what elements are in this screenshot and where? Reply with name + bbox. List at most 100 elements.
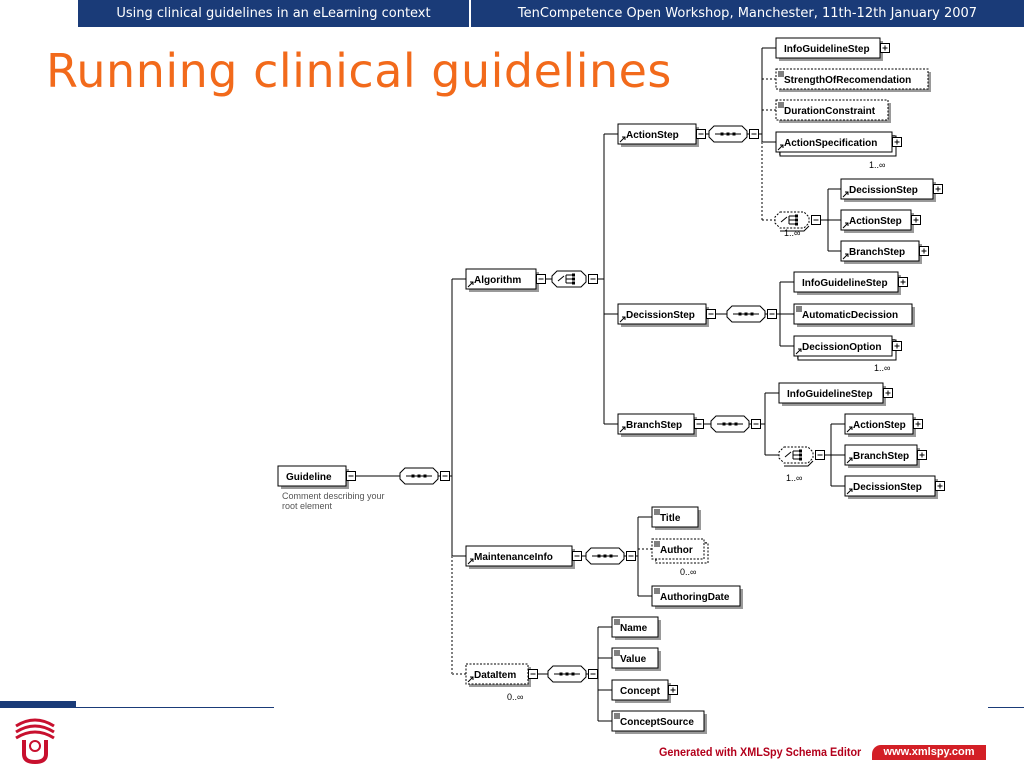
schema-node-label: InfoGuidelineStep bbox=[787, 389, 873, 400]
schema-node-label: Value bbox=[620, 654, 647, 665]
schema-node-mi-title[interactable]: Title bbox=[651, 506, 701, 530]
schema-node-label: InfoGuidelineStep bbox=[802, 278, 888, 289]
schema-node-di-value[interactable]: Value bbox=[611, 647, 661, 671]
sequence-compositor-branchstep[interactable] bbox=[710, 415, 761, 433]
generated-with-text: Generated with XMLSpy Schema Editor bbox=[659, 745, 862, 759]
header-left-text: Using clinical guidelines in an eLearnin… bbox=[116, 6, 431, 21]
schema-node-label: DecissionStep bbox=[849, 185, 918, 196]
multiplicity-ds-option: 1..∞ bbox=[874, 363, 890, 373]
schema-node-branchstep[interactable]: BranchStep bbox=[617, 413, 704, 437]
choice-compositor-actionstep[interactable] bbox=[774, 211, 821, 232]
schema-node-label: Title bbox=[660, 513, 681, 524]
sequence-compositor-maintenance[interactable] bbox=[585, 547, 636, 565]
schema-node-as-strength[interactable]: StrengthOfRecomendation bbox=[775, 68, 931, 92]
reference-arrow-icon bbox=[842, 191, 849, 198]
sequence-compositor-decissionstep[interactable] bbox=[726, 305, 777, 323]
schema-node-label: ActionStep bbox=[849, 216, 902, 227]
xmlspy-url-badge[interactable]: www.xmlspy.com bbox=[872, 745, 986, 760]
schema-node-label: StrengthOfRecomendation bbox=[784, 75, 911, 86]
multiplicity-author: 0..∞ bbox=[680, 567, 696, 577]
schema-node-algorithm[interactable]: Algorithm bbox=[465, 268, 546, 292]
schema-node-guideline[interactable]: Guideline bbox=[277, 465, 356, 489]
schema-node-label: MaintenanceInfo bbox=[474, 552, 553, 563]
schema-node-bs-ch-decission[interactable]: DecissionStep bbox=[844, 475, 945, 499]
schema-node-as-spec[interactable]: ActionSpecification bbox=[775, 131, 902, 157]
schema-node-bs-info[interactable]: InfoGuidelineStep bbox=[778, 382, 893, 406]
university-logo-icon bbox=[15, 718, 55, 764]
choice-compositor-algorithm[interactable] bbox=[551, 270, 598, 288]
schema-node-label: DecissionStep bbox=[626, 310, 695, 321]
schema-node-as-ch-action[interactable]: ActionStep bbox=[840, 209, 921, 233]
schema-node-label: DataItem bbox=[474, 670, 516, 681]
schema-node-label: DecissionStep bbox=[853, 482, 922, 493]
multiplicity-dataitem: 0..∞ bbox=[507, 692, 523, 702]
schema-node-actionstep[interactable]: ActionStep bbox=[617, 123, 706, 147]
schema-node-dataitem[interactable]: DataItem bbox=[465, 663, 538, 687]
footer-line-left bbox=[76, 707, 274, 708]
schema-node-label: BranchStep bbox=[853, 451, 909, 462]
root-comment-line1: Comment describing your bbox=[282, 491, 385, 501]
schema-node-bs-ch-action[interactable]: ActionStep bbox=[844, 413, 923, 437]
schema-node-label: BranchStep bbox=[626, 420, 682, 431]
schema-node-di-concept[interactable]: Concept bbox=[611, 679, 678, 703]
schema-node-label: DecissionOption bbox=[802, 342, 881, 353]
root-comment-line2: root element bbox=[282, 501, 333, 511]
multiplicity-as-spec: 1..∞ bbox=[869, 160, 885, 170]
schema-node-as-duration[interactable]: DurationConstraint bbox=[775, 99, 891, 123]
reference-arrow-icon bbox=[619, 426, 626, 433]
diagram-connectors bbox=[346, 47, 845, 722]
schema-node-as-ch-decission[interactable]: DecissionStep bbox=[840, 178, 943, 202]
schema-node-ds-info[interactable]: InfoGuidelineStep bbox=[793, 271, 908, 295]
schema-node-label: Algorithm bbox=[474, 275, 521, 286]
header-right-text: TenCompetence Open Workshop, Manchester,… bbox=[517, 6, 978, 21]
reference-arrow-icon bbox=[842, 222, 849, 229]
schema-node-as-info[interactable]: InfoGuidelineStep bbox=[775, 37, 890, 61]
schema-node-as-ch-branch[interactable]: BranchStep bbox=[840, 240, 929, 264]
schema-node-label: Name bbox=[620, 623, 648, 634]
sequence-compositor-actionstep[interactable] bbox=[708, 125, 759, 143]
schema-node-di-name[interactable]: Name bbox=[611, 616, 661, 640]
schema-node-label: Concept bbox=[620, 686, 661, 697]
header-separator bbox=[469, 0, 471, 27]
schema-node-mi-author[interactable]: Author bbox=[651, 538, 709, 564]
schema-node-label: DurationConstraint bbox=[784, 106, 876, 117]
choice-compositor-branchstep[interactable] bbox=[778, 446, 825, 467]
reference-arrow-icon bbox=[467, 281, 474, 288]
schema-node-bs-ch-branch[interactable]: BranchStep bbox=[844, 444, 927, 468]
slide-title: Running clinical guidelines bbox=[46, 44, 672, 98]
reference-arrow-icon bbox=[846, 488, 853, 495]
schema-node-label: ActionStep bbox=[626, 130, 679, 141]
reference-arrow-icon bbox=[619, 316, 626, 323]
reference-arrow-icon bbox=[467, 676, 474, 683]
reference-arrow-icon bbox=[619, 136, 626, 143]
header-left-block bbox=[0, 0, 78, 27]
schema-node-maintenance[interactable]: MaintenanceInfo bbox=[465, 545, 582, 569]
schema-node-ds-auto[interactable]: AutomaticDecission bbox=[793, 303, 915, 327]
schema-node-label: AutomaticDecission bbox=[802, 310, 898, 321]
reference-arrow-icon bbox=[777, 144, 784, 151]
schema-node-ds-option[interactable]: DecissionOption bbox=[793, 335, 902, 361]
schema-node-label: BranchStep bbox=[849, 247, 905, 258]
schema-node-label: ActionStep bbox=[853, 420, 906, 431]
schema-node-mi-date[interactable]: AuthoringDate bbox=[651, 585, 743, 609]
diagram-compositors bbox=[399, 125, 825, 683]
reference-arrow-icon bbox=[846, 457, 853, 464]
reference-arrow-icon bbox=[467, 558, 474, 565]
multiplicity-bs-choice: 1..∞ bbox=[786, 473, 802, 483]
schema-node-decissionstep[interactable]: DecissionStep bbox=[617, 303, 716, 327]
diagram-nodes: Guideline AlgorithmMaintenanceInfoDataIte… bbox=[277, 37, 945, 734]
header-bar: Using clinical guidelines in an eLearnin… bbox=[0, 0, 1024, 27]
sequence-compositor-guideline[interactable] bbox=[399, 467, 450, 485]
schema-node-di-source[interactable]: ConceptSource bbox=[611, 710, 707, 734]
schema-node-label: Author bbox=[660, 545, 693, 556]
schema-node-label: ConceptSource bbox=[620, 717, 694, 728]
schema-node-label: AuthoringDate bbox=[660, 592, 730, 603]
footer-strip bbox=[0, 701, 76, 708]
schema-node-label: ActionSpecification bbox=[784, 138, 877, 149]
schema-node-label: InfoGuidelineStep bbox=[784, 44, 870, 55]
reference-arrow-icon bbox=[842, 253, 849, 260]
footer-line-right bbox=[988, 707, 1024, 708]
sequence-compositor-dataitem[interactable] bbox=[547, 665, 598, 683]
multiplicity-as-choice: 1..∞ bbox=[784, 228, 800, 238]
